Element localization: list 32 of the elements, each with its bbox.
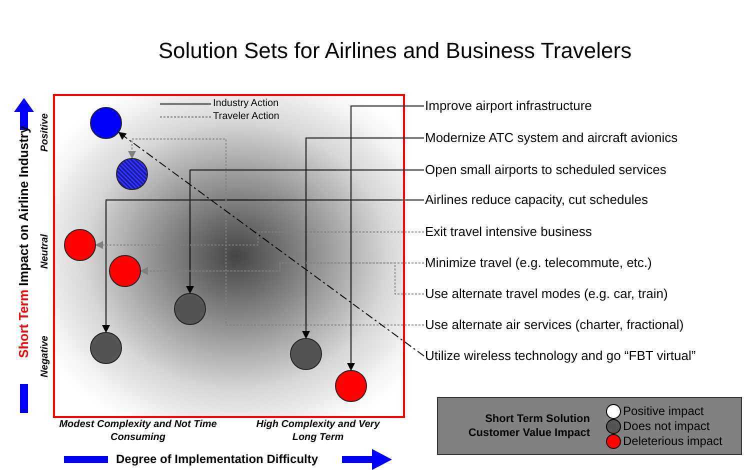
title: Solution Sets for Airlines and Business Travelers bbox=[157, 38, 633, 64]
leader-line bbox=[186, 170, 424, 294]
legend-label: Does not impact bbox=[623, 419, 710, 434]
legend-label: Traveler Action bbox=[213, 110, 280, 123]
axis-tick-label: Neutral bbox=[38, 233, 52, 271]
legend-label: Industry Action bbox=[213, 97, 279, 110]
solution-label: Modernize ATC system and aircraft avionics bbox=[425, 130, 678, 146]
solution-label: Use alternate travel modes (e.g. car, train) bbox=[425, 286, 668, 302]
leader-line bbox=[140, 262, 424, 294]
solution-label: Utilize wireless technology and go “FBT virtual” bbox=[425, 348, 696, 364]
legend-title: Short Term Solution Customer Value Impact bbox=[467, 412, 590, 440]
solution-label: Airlines reduce capacity, cut schedules bbox=[425, 192, 648, 208]
leader-line bbox=[128, 138, 424, 326]
leader-line bbox=[102, 200, 424, 333]
axis-title: Degree of Implementation Difficulty bbox=[116, 452, 318, 467]
axis-tick-label: High Complexity and Very Long Term bbox=[255, 418, 381, 444]
axis-tick-label: Positive bbox=[38, 112, 52, 154]
solution-label: Exit travel intensive business bbox=[425, 224, 592, 240]
solution-label: Minimize travel (e.g. telecommute, etc.) bbox=[425, 255, 652, 271]
axis-title: Impact on Airline Industry bbox=[16, 126, 31, 286]
leader-line bbox=[347, 106, 424, 371]
solution-label: Use alternate air services (charter, fractional) bbox=[425, 317, 684, 333]
leader-line bbox=[302, 138, 424, 339]
leader-line bbox=[95, 232, 424, 249]
axis-tick-label: Modest Complexity and Not Time Consuming bbox=[58, 418, 218, 444]
axis-title: Short Term bbox=[16, 290, 31, 358]
legend-label: Positive impact bbox=[623, 404, 704, 419]
solution-label: Improve airport infrastructure bbox=[425, 98, 592, 114]
legend-label: Deleterious impact bbox=[623, 434, 722, 449]
axis-tick-label: Negative bbox=[38, 334, 52, 380]
leader-line bbox=[118, 132, 424, 356]
solution-label: Open small airports to scheduled services bbox=[425, 162, 666, 178]
